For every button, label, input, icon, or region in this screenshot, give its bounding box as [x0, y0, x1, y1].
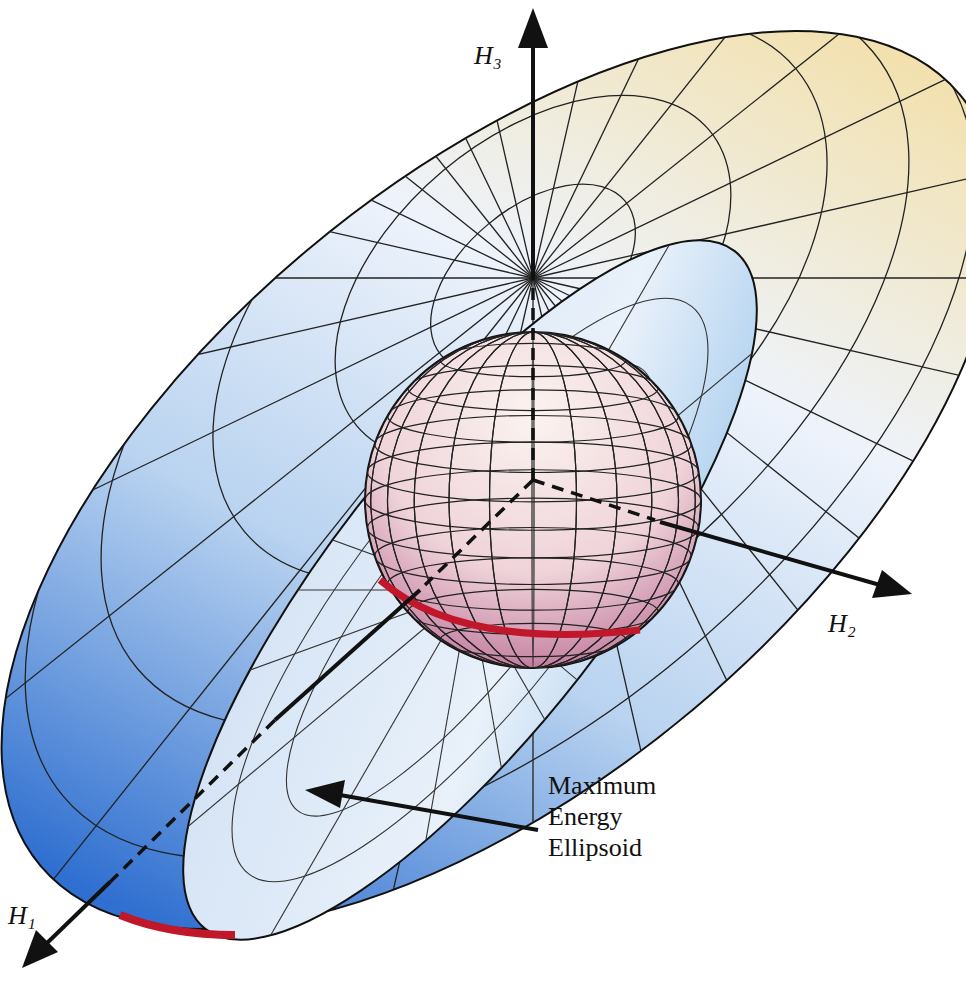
- sphere-meridian: [388, 332, 679, 668]
- sphere-meridian: [388, 332, 679, 668]
- sphere-latitude: [388, 558, 679, 610]
- sphere-meridian: [532, 332, 534, 668]
- sphere-meridian: [371, 332, 696, 668]
- sphere-latitude: [408, 589, 658, 634]
- mesh-line: [170, 590, 470, 981]
- sphere-meridian: [490, 332, 577, 668]
- sphere-meridian: [371, 332, 696, 668]
- axis-label: H₃: [474, 40, 502, 71]
- mesh-line: [0, 0, 533, 278]
- mesh-line: [0, 277, 533, 278]
- axis-label: H₁: [8, 900, 36, 931]
- mesh-line: [533, 0, 923, 278]
- mesh-line: [0, 0, 533, 278]
- mesh-line: [533, 0, 966, 278]
- sphere-latitude: [375, 415, 692, 472]
- mesh-line: [533, 0, 733, 278]
- mesh-line: [10, 590, 470, 976]
- mesh-line: [333, 0, 533, 278]
- callout-label: Maximum Energy Ellipsoid: [548, 770, 678, 864]
- mesh-line: [533, 78, 966, 278]
- axis-label: H₂: [828, 608, 856, 639]
- sphere-meridian: [365, 332, 701, 668]
- mesh-line: [533, 0, 966, 278]
- sphere-latitude: [375, 527, 692, 584]
- sphere-meridian: [490, 332, 577, 668]
- mesh-line: [533, 0, 966, 278]
- mesh-line: [0, 0, 533, 278]
- mesh-line: [0, 590, 470, 795]
